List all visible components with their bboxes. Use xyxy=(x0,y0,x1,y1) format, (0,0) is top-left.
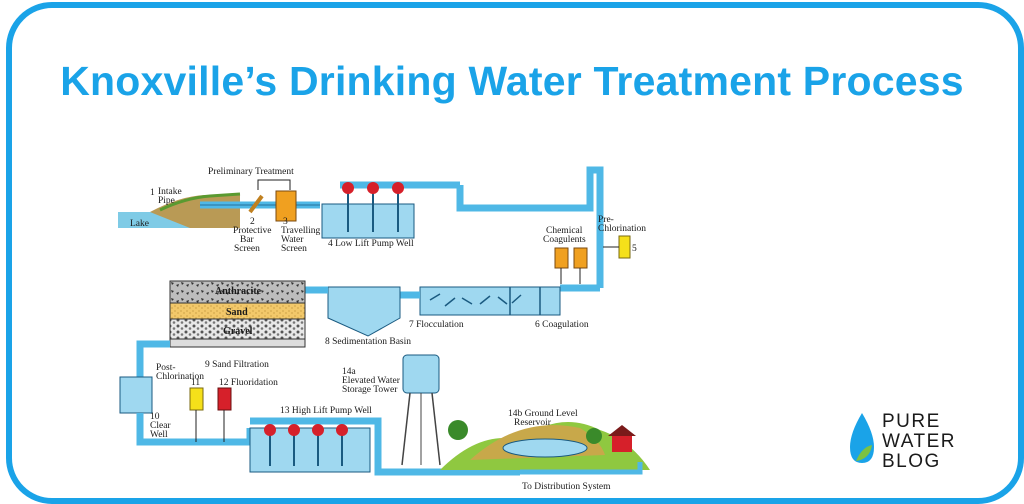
highlift-label: 13 High Lift Pump Well xyxy=(280,405,372,416)
trav-label-1: Travelling xyxy=(281,226,320,236)
prechlor-label-2: Chlorination xyxy=(598,224,646,234)
trav-label-2: Water xyxy=(281,235,304,245)
page-title: Knoxville’s Drinking Water Treatment Pro… xyxy=(60,58,964,104)
ground-label-1: 14b Ground Level xyxy=(508,409,578,419)
distribution-label: To Distribution System xyxy=(522,482,611,492)
rounded-frame xyxy=(6,2,1024,504)
intake-label-1: Intake xyxy=(158,187,182,197)
bar-label-1: Protective xyxy=(233,226,272,236)
leaf-icon xyxy=(856,445,872,461)
flocculation-basin xyxy=(419,286,561,316)
clear-well xyxy=(119,376,153,414)
high-lift-pump-well xyxy=(249,417,520,476)
flocc-label: 7 Flocculation xyxy=(409,320,464,330)
elevated-tower xyxy=(401,354,441,466)
intake-num: 1 xyxy=(150,188,155,198)
bar-label-3: Screen xyxy=(234,244,260,254)
logo-line-3: BLOG xyxy=(882,451,941,472)
postchlor-tank xyxy=(189,387,204,411)
postchlor-label-2: Chlorination xyxy=(156,372,204,382)
trav-label-3: Screen xyxy=(281,244,307,254)
prechlor-num: 5 xyxy=(632,244,637,254)
logo-line-2: WATER xyxy=(882,431,956,452)
coagulent-tank-1 xyxy=(554,247,569,269)
chem-label-1: Chemical xyxy=(546,226,583,236)
lake-label: Lake xyxy=(130,219,149,229)
travelling-screen xyxy=(275,190,297,222)
fluoride-tank xyxy=(217,387,232,411)
elev-label-2: Elevated Water xyxy=(342,376,401,386)
clear-label-2: Clear xyxy=(150,421,171,431)
elev-label-3: Storage Tower xyxy=(342,385,398,395)
prechlor-tank xyxy=(618,235,631,259)
coagulent-tank-2 xyxy=(573,247,588,269)
clear-label-1: 10 xyxy=(150,412,160,422)
ground-label-2: Reservoir xyxy=(514,418,552,428)
elev-label-1: 14a xyxy=(342,367,357,377)
filtered-water-pipe xyxy=(136,340,170,377)
sedimentation-basin xyxy=(327,286,401,337)
sedim-label: 8 Sedimentation Basin xyxy=(325,337,411,347)
fluor-label: 12 Fluoridation xyxy=(219,378,278,388)
pure-water-blog-logo xyxy=(850,413,874,463)
low-lift-pump-well xyxy=(321,181,460,239)
trav-num: 3 xyxy=(283,217,288,227)
num-11: 11 xyxy=(191,378,200,388)
prelim-label: Preliminary Treatment xyxy=(208,167,294,177)
bar-screen xyxy=(248,194,264,214)
raw-water-pipe xyxy=(456,166,604,288)
logo-text: PURE WATER BLOG xyxy=(882,412,956,472)
bar-num: 2 xyxy=(250,217,255,227)
logo-line-1: PURE xyxy=(882,411,941,432)
bar-label-2: Bar xyxy=(240,235,255,245)
sand-label: Sand xyxy=(226,307,248,318)
prechlor-label-1: Pre- xyxy=(598,215,614,225)
chem-label-2: Coagulents xyxy=(543,235,586,245)
anthracite-label: Anthracite xyxy=(215,286,262,297)
coag-label: 6 Coagulation xyxy=(535,320,589,330)
ground-reservoir xyxy=(440,420,650,475)
gravel-label: Gravel xyxy=(223,326,253,337)
clear-label-3: Well xyxy=(150,430,168,440)
intake-label-2: Pipe xyxy=(158,196,175,206)
lowlift-label: 4 Low Lift Pump Well xyxy=(328,238,414,249)
sandfilt-label: 9 Sand Filtration xyxy=(205,360,269,370)
postchlor-label-1: Post- xyxy=(156,363,176,373)
